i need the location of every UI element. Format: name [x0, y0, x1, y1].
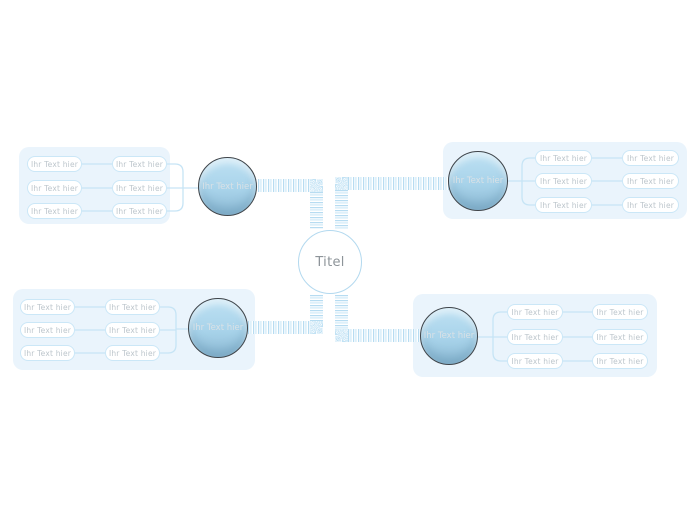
leaf-node[interactable]: Ihr Text hier [27, 156, 82, 172]
main-topic-node-bottom-right[interactable]: Ihr Text hier [420, 307, 478, 365]
subtopic-node[interactable]: Ihr Text hier [105, 322, 160, 338]
ribbon-bottom-left-horizontal [248, 321, 310, 334]
main-topic-node-top-left[interactable]: Ihr Text hier [198, 157, 257, 216]
ribbon-top-right-vertical [335, 190, 348, 229]
leaf-node[interactable]: Ihr Text hier [27, 180, 82, 196]
branch-lines-bottom-left [74, 306, 191, 354]
subtopic-node[interactable]: Ihr Text hier [507, 304, 563, 320]
leaf-node[interactable]: Ihr Text hier [27, 203, 82, 219]
branch-lines-bottom-right [475, 311, 593, 362]
leaf-node[interactable]: Ihr Text hier [622, 197, 679, 213]
leaf-node[interactable]: Ihr Text hier [592, 353, 648, 369]
subtopic-node[interactable]: Ihr Text hier [112, 203, 167, 219]
subtopic-node[interactable]: Ihr Text hier [105, 299, 160, 315]
main-topic-node-top-right[interactable]: Ihr Text hier [448, 151, 508, 211]
main-topic-node-bottom-left[interactable]: Ihr Text hier [188, 298, 248, 358]
leaf-node[interactable]: Ihr Text hier [592, 304, 648, 320]
leaf-node[interactable]: Ihr Text hier [20, 299, 75, 315]
subtopic-node[interactable]: Ihr Text hier [507, 353, 563, 369]
leaf-node[interactable]: Ihr Text hier [622, 173, 679, 189]
ribbon-bottom-right-horizontal [348, 329, 422, 342]
ribbon-bottom-left-vertical [310, 295, 323, 321]
ribbon-top-right-horizontal [348, 177, 450, 190]
branch-lines-top-right [505, 157, 623, 206]
subtopic-node[interactable]: Ihr Text hier [507, 329, 563, 345]
ribbon-top-right-elbow [335, 177, 348, 190]
ribbon-top-left-vertical [310, 192, 323, 229]
subtopic-node[interactable]: Ihr Text hier [535, 197, 592, 213]
leaf-node[interactable]: Ihr Text hier [20, 322, 75, 338]
subtopic-node[interactable]: Ihr Text hier [112, 180, 167, 196]
ribbon-bottom-right-elbow [335, 329, 348, 342]
leaf-node[interactable]: Ihr Text hier [592, 329, 648, 345]
ribbon-bottom-left-elbow [310, 321, 323, 334]
ribbon-bottom-right-vertical [335, 295, 348, 329]
leaf-node[interactable]: Ihr Text hier [20, 345, 75, 361]
subtopic-node[interactable]: Ihr Text hier [105, 345, 160, 361]
ribbon-top-left-horizontal [253, 179, 310, 192]
branch-lines-top-left [81, 163, 201, 212]
subtopic-node[interactable]: Ihr Text hier [535, 150, 592, 166]
ribbon-top-left-elbow [310, 179, 323, 192]
leaf-node[interactable]: Ihr Text hier [622, 150, 679, 166]
central-topic-node[interactable]: Titel [298, 230, 362, 294]
subtopic-node[interactable]: Ihr Text hier [535, 173, 592, 189]
subtopic-node[interactable]: Ihr Text hier [112, 156, 167, 172]
